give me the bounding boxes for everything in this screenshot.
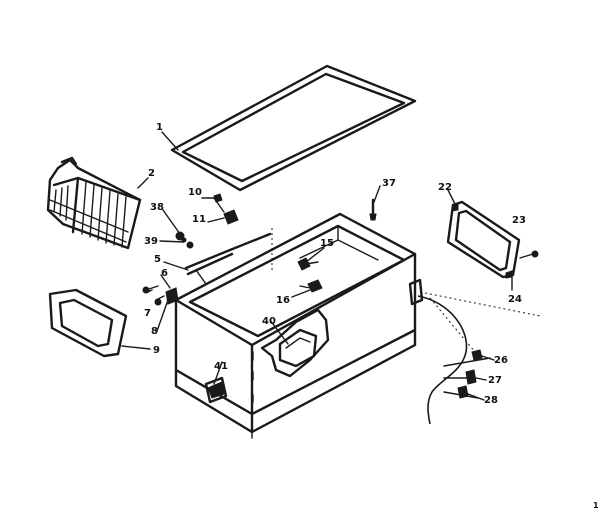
- wire-basket: [46, 156, 142, 250]
- power-cord-assembly: [417, 295, 491, 425]
- callout-9: 9: [153, 345, 160, 356]
- callout-41: 41: [214, 361, 228, 372]
- callout-22: 22: [438, 182, 452, 193]
- callout-8: 8: [151, 326, 158, 337]
- callout-37: 37: [382, 178, 396, 189]
- callout-16: 16: [276, 295, 290, 306]
- callout-24: 24: [508, 294, 522, 305]
- hinge-hardware: [142, 193, 272, 306]
- callout-27: 27: [488, 375, 502, 386]
- freezer-cabinet: [174, 212, 541, 439]
- callout-23: 23: [512, 215, 526, 226]
- callout-2: 2: [148, 168, 155, 179]
- callout-6: 6: [161, 268, 168, 279]
- callout-28: 28: [484, 395, 498, 406]
- door-panel: [48, 288, 128, 358]
- callout-26: 26: [494, 355, 508, 366]
- callout-10: 10: [188, 187, 202, 198]
- callout-39: 39: [144, 236, 158, 247]
- page-mark: 1: [593, 501, 599, 510]
- front-latch: [204, 376, 228, 404]
- thermostat-parts: [297, 257, 323, 293]
- rear-cover-plate: [446, 200, 539, 279]
- callout-7: 7: [144, 308, 151, 319]
- callout-5: 5: [154, 254, 161, 265]
- screw-37: [369, 198, 377, 221]
- callout-labels: 1 2 10 11 38 39 5 6 7 8 9 15 16 40 41 37…: [144, 122, 599, 510]
- leader-lines: [121, 131, 513, 401]
- control-housing: [278, 328, 318, 368]
- callout-1: 1: [156, 122, 163, 133]
- lid-gasket: [170, 64, 417, 192]
- callout-11: 11: [192, 214, 206, 225]
- callout-40: 40: [262, 316, 276, 327]
- callout-38: 38: [150, 202, 164, 213]
- callout-15: 15: [320, 238, 334, 249]
